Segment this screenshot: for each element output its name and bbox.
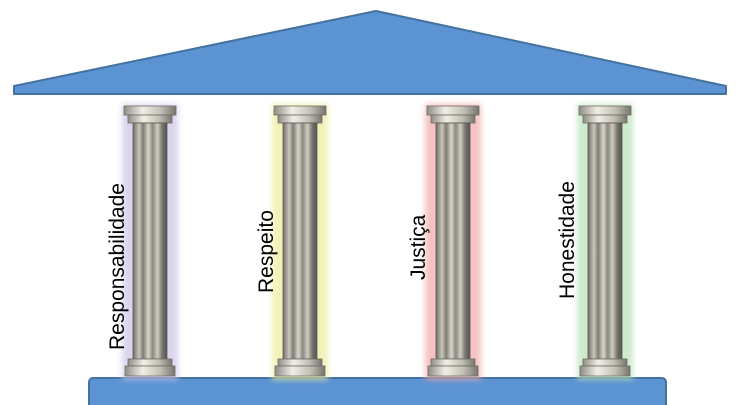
roof [14, 11, 726, 94]
pillar-label-respeito: Respeito [256, 210, 277, 293]
column-1 [122, 104, 178, 380]
column-2 [272, 104, 328, 380]
pillar-label-responsabilidade: Responsabilidade [107, 183, 128, 350]
pillar-label-honestidade: Honestidade [557, 181, 578, 299]
pillar-label-justica: Justiça [408, 215, 429, 280]
column-3 [425, 104, 481, 380]
base [89, 378, 666, 405]
column-4 [577, 104, 633, 380]
